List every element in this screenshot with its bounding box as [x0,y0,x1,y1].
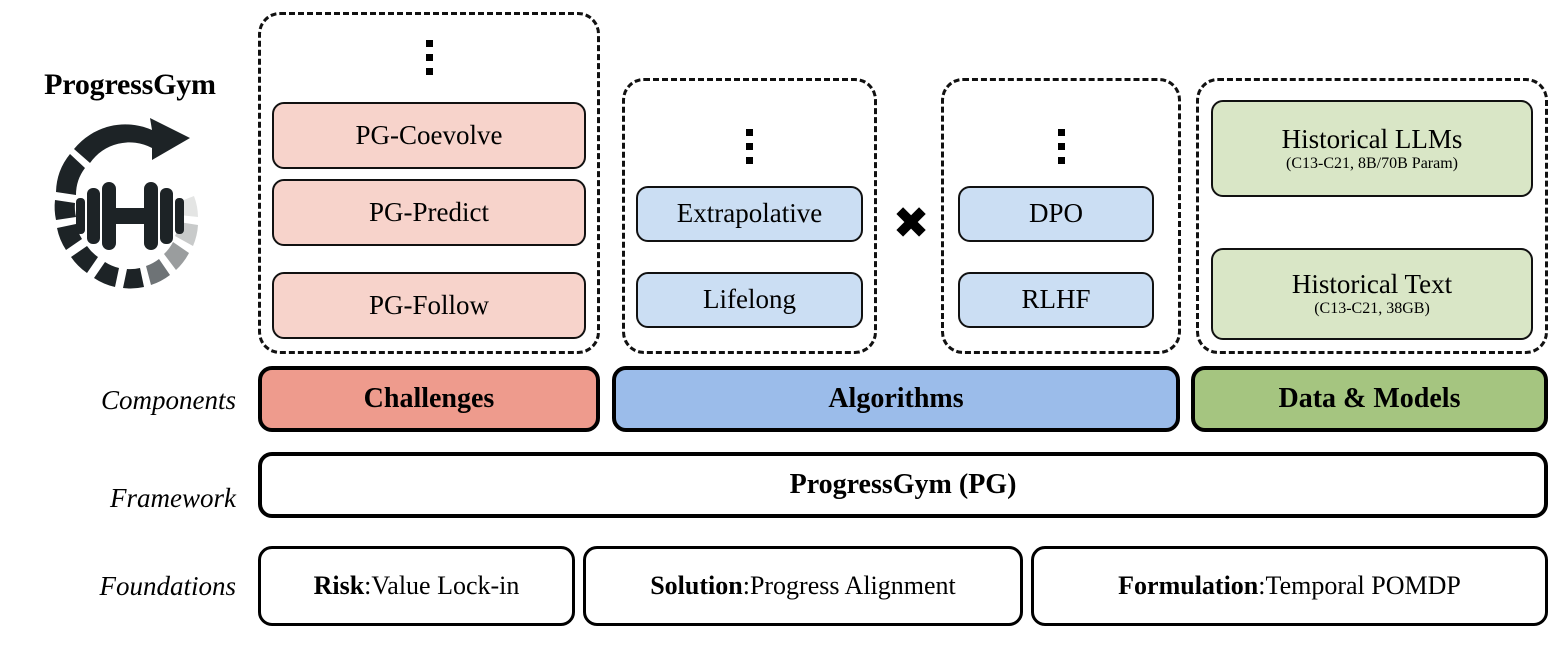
component-pill-algorithms[interactable]: Algorithms [612,366,1180,432]
chip-title: PG-Predict [369,196,489,227]
chip-subtitle: (C13-C21, 38GB) [1314,300,1430,318]
foundation-key: Formulation [1118,571,1259,600]
foundation-box-solution[interactable]: Solution: Progress Alignment [583,546,1023,626]
algorithm-chip-extrapolative[interactable]: Extrapolative [636,186,863,242]
row-label-components: Components [101,385,236,415]
data-chip-historical-text[interactable]: Historical Text (C13-C21, 38GB) [1211,248,1533,340]
row-label-framework: Framework [110,483,236,513]
foundation-separator: : [364,571,372,600]
foundation-box-risk[interactable]: Risk: Value Lock-in [258,546,575,626]
multiplication-operator-icon: ✖ [892,199,930,248]
data-chip-historical-llms[interactable]: Historical LLMs (C13-C21, 8B/70B Param) [1211,100,1533,197]
chip-title: Historical LLMs [1281,123,1463,154]
chip-title: Extrapolative [676,198,823,229]
pill-label: Data & Models [1278,383,1461,414]
row-label-foundations: Foundations [99,571,236,601]
foundation-separator: : [742,571,750,600]
vertical-ellipsis-icon [941,120,1181,172]
chip-subtitle: (C13-C21, 8B/70B Param) [1286,154,1458,172]
vertical-ellipsis-icon [258,28,600,86]
algorithm-chip-rlhf[interactable]: RLHF [958,272,1154,328]
pill-label: Algorithms [828,383,964,414]
foundation-separator: : [1258,571,1266,600]
chip-title: PG-Follow [368,289,490,320]
chip-title: PG-Coevolve [355,119,503,150]
vertical-ellipsis-icon [622,120,877,172]
challenge-chip-pg-follow[interactable]: PG-Follow [272,272,586,339]
progress-arc-dumbbell-logo-icon [40,116,220,316]
framework-label: ProgressGym (PG) [789,469,1017,500]
page-title: ProgressGym [44,68,216,101]
chip-title: Historical Text [1291,269,1453,300]
foundation-key: Solution [650,571,743,600]
challenge-chip-pg-predict[interactable]: PG-Predict [272,179,586,246]
framework-bar-progressgym[interactable]: ProgressGym (PG) [258,452,1548,518]
algorithm-chip-lifelong[interactable]: Lifelong [636,272,863,328]
pill-label: Challenges [363,383,495,414]
component-pill-challenges[interactable]: Challenges [258,366,600,432]
chip-title: RLHF [1021,284,1091,315]
chip-title: DPO [1028,198,1083,229]
algorithm-chip-dpo[interactable]: DPO [958,186,1154,242]
foundation-value: Temporal POMDP [1265,571,1461,600]
foundation-value: Progress Alignment [749,571,956,600]
component-pill-data-and-models[interactable]: Data & Models [1191,366,1548,432]
foundation-key: Risk [313,571,365,600]
foundation-value: Value Lock-in [371,571,520,600]
foundation-box-formulation[interactable]: Formulation: Temporal POMDP [1031,546,1548,626]
challenge-chip-pg-coevolve[interactable]: PG-Coevolve [272,102,586,169]
chip-title: Lifelong [703,284,796,315]
